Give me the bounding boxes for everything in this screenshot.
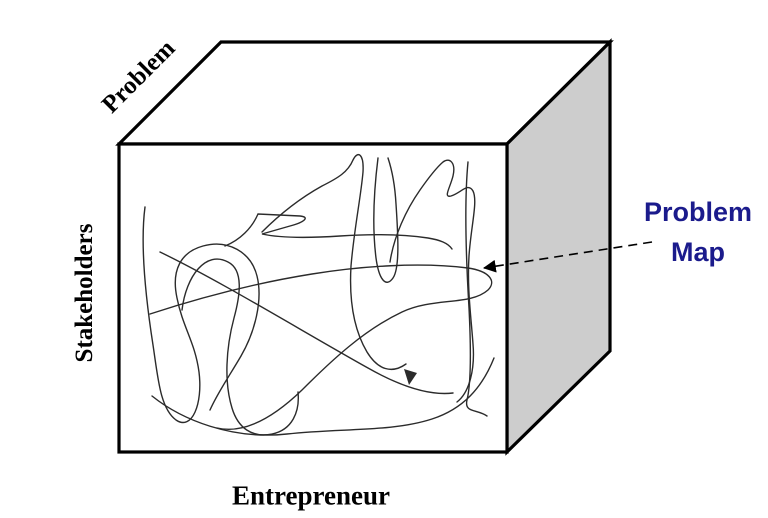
scribble-arrowhead-icon bbox=[404, 369, 417, 385]
dashed-arrow-left-icon bbox=[482, 241, 653, 273]
problem-map-scribble bbox=[142, 153, 495, 436]
callout-line-2: Map bbox=[671, 237, 725, 267]
axis-label-stakeholders: Stakeholders bbox=[71, 223, 98, 363]
cube bbox=[115, 38, 614, 456]
callout-line-1: Problem bbox=[643, 197, 753, 227]
axis-label-entrepreneur: Entrepreneur bbox=[232, 480, 390, 511]
callout-problem-map: Problem Map bbox=[627, 192, 768, 272]
